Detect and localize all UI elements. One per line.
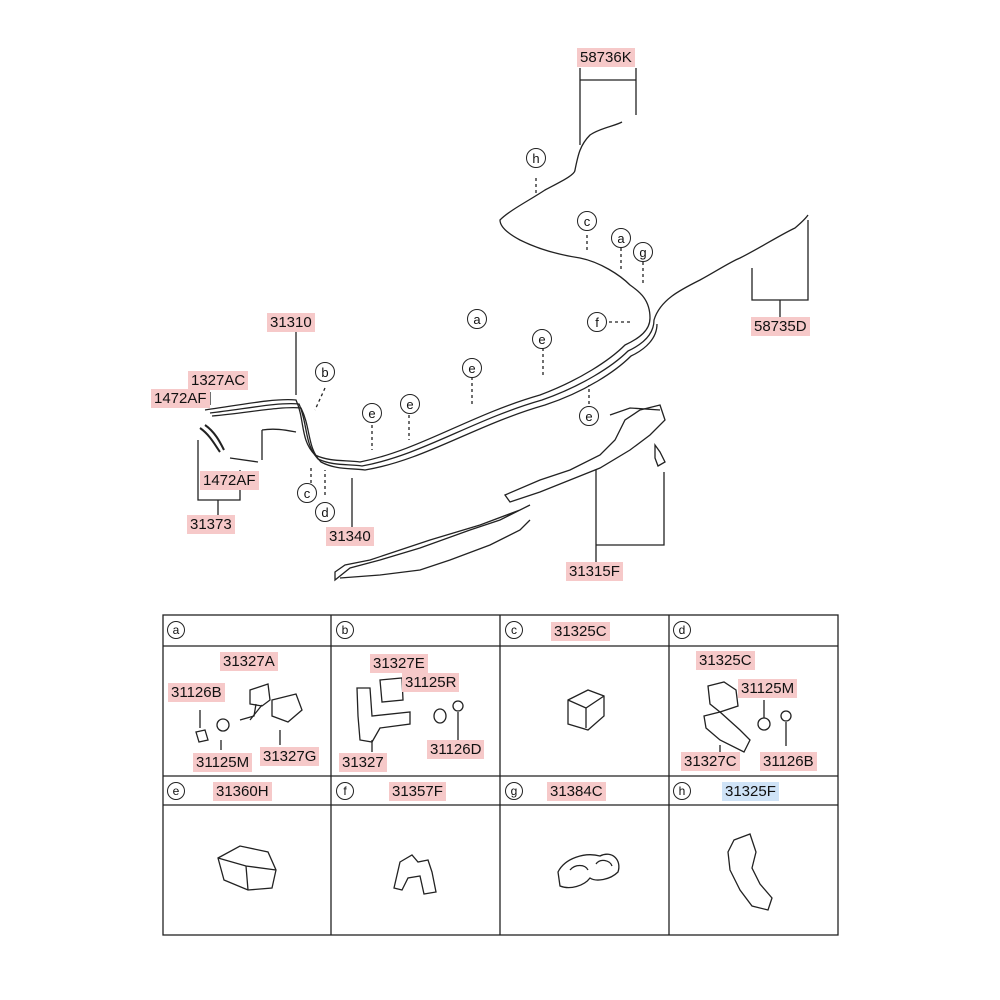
part-label-31315F[interactable]: 31315F (566, 562, 623, 581)
callout-d-left[interactable]: d (315, 502, 335, 522)
callout-b[interactable]: b (315, 362, 335, 382)
cell-d-letter: d (673, 621, 691, 639)
cell-h-part-label-selected[interactable]: 31325F (722, 782, 779, 801)
part-label-58736K[interactable]: 58736K (577, 48, 635, 67)
part-label-31310[interactable]: 31310 (267, 313, 315, 332)
callout-e-5[interactable]: e (579, 406, 599, 426)
cell-b-part-31126D[interactable]: 31126D (427, 740, 485, 759)
cell-b-part-31327E[interactable]: 31327E (370, 654, 428, 673)
callout-e-1[interactable]: e (532, 329, 552, 349)
cell-g-letter: g (505, 782, 523, 800)
cell-a-letter: a (167, 621, 185, 639)
part-label-31340[interactable]: 31340 (326, 527, 374, 546)
part-label-1472AF-top[interactable]: 1472AF (151, 389, 210, 408)
cell-d-part-31325C[interactable]: 31325C (696, 651, 755, 670)
callout-h[interactable]: h (526, 148, 546, 168)
cell-g-part-label[interactable]: 31384C (547, 782, 606, 801)
cell-d-part-31126B[interactable]: 31126B (760, 752, 817, 771)
callout-e-2[interactable]: e (462, 358, 482, 378)
cell-e-letter: e (167, 782, 185, 800)
part-label-1472AF-bottom[interactable]: 1472AF (200, 471, 259, 490)
cell-a-part-31126B[interactable]: 31126B (168, 683, 225, 702)
cell-b-part-31125R[interactable]: 31125R (402, 673, 460, 692)
cell-a-part-31125M[interactable]: 31125M (193, 753, 253, 772)
cell-a-part-31327G[interactable]: 31327G (260, 747, 320, 766)
cell-d-part-31327C[interactable]: 31327C (681, 752, 740, 771)
cell-c-part-label[interactable]: 31325C (551, 622, 610, 641)
cell-b-part-31327[interactable]: 31327 (339, 753, 387, 772)
callout-a-center[interactable]: a (467, 309, 487, 329)
cell-e-part-label[interactable]: 31360H (213, 782, 272, 801)
cell-b-letter: b (336, 621, 354, 639)
part-label-1327AC[interactable]: 1327AC (188, 371, 249, 390)
part-label-31373[interactable]: 31373 (187, 515, 235, 534)
part-label-58735D[interactable]: 58735D (751, 317, 810, 336)
callout-c-top[interactable]: c (577, 211, 597, 231)
cell-f-letter: f (336, 782, 354, 800)
callout-g[interactable]: g (633, 242, 653, 262)
callout-e-4[interactable]: e (362, 403, 382, 423)
cell-d-part-31125M[interactable]: 31125M (738, 679, 798, 698)
callout-a-top[interactable]: a (611, 228, 631, 248)
cell-f-part-label[interactable]: 31357F (389, 782, 446, 801)
callout-c-left[interactable]: c (297, 483, 317, 503)
callout-f[interactable]: f (587, 312, 607, 332)
cell-a-part-31327A[interactable]: 31327A (220, 652, 278, 671)
cell-c-letter: c (505, 621, 523, 639)
callout-e-3[interactable]: e (400, 394, 420, 414)
cell-h-letter: h (673, 782, 691, 800)
